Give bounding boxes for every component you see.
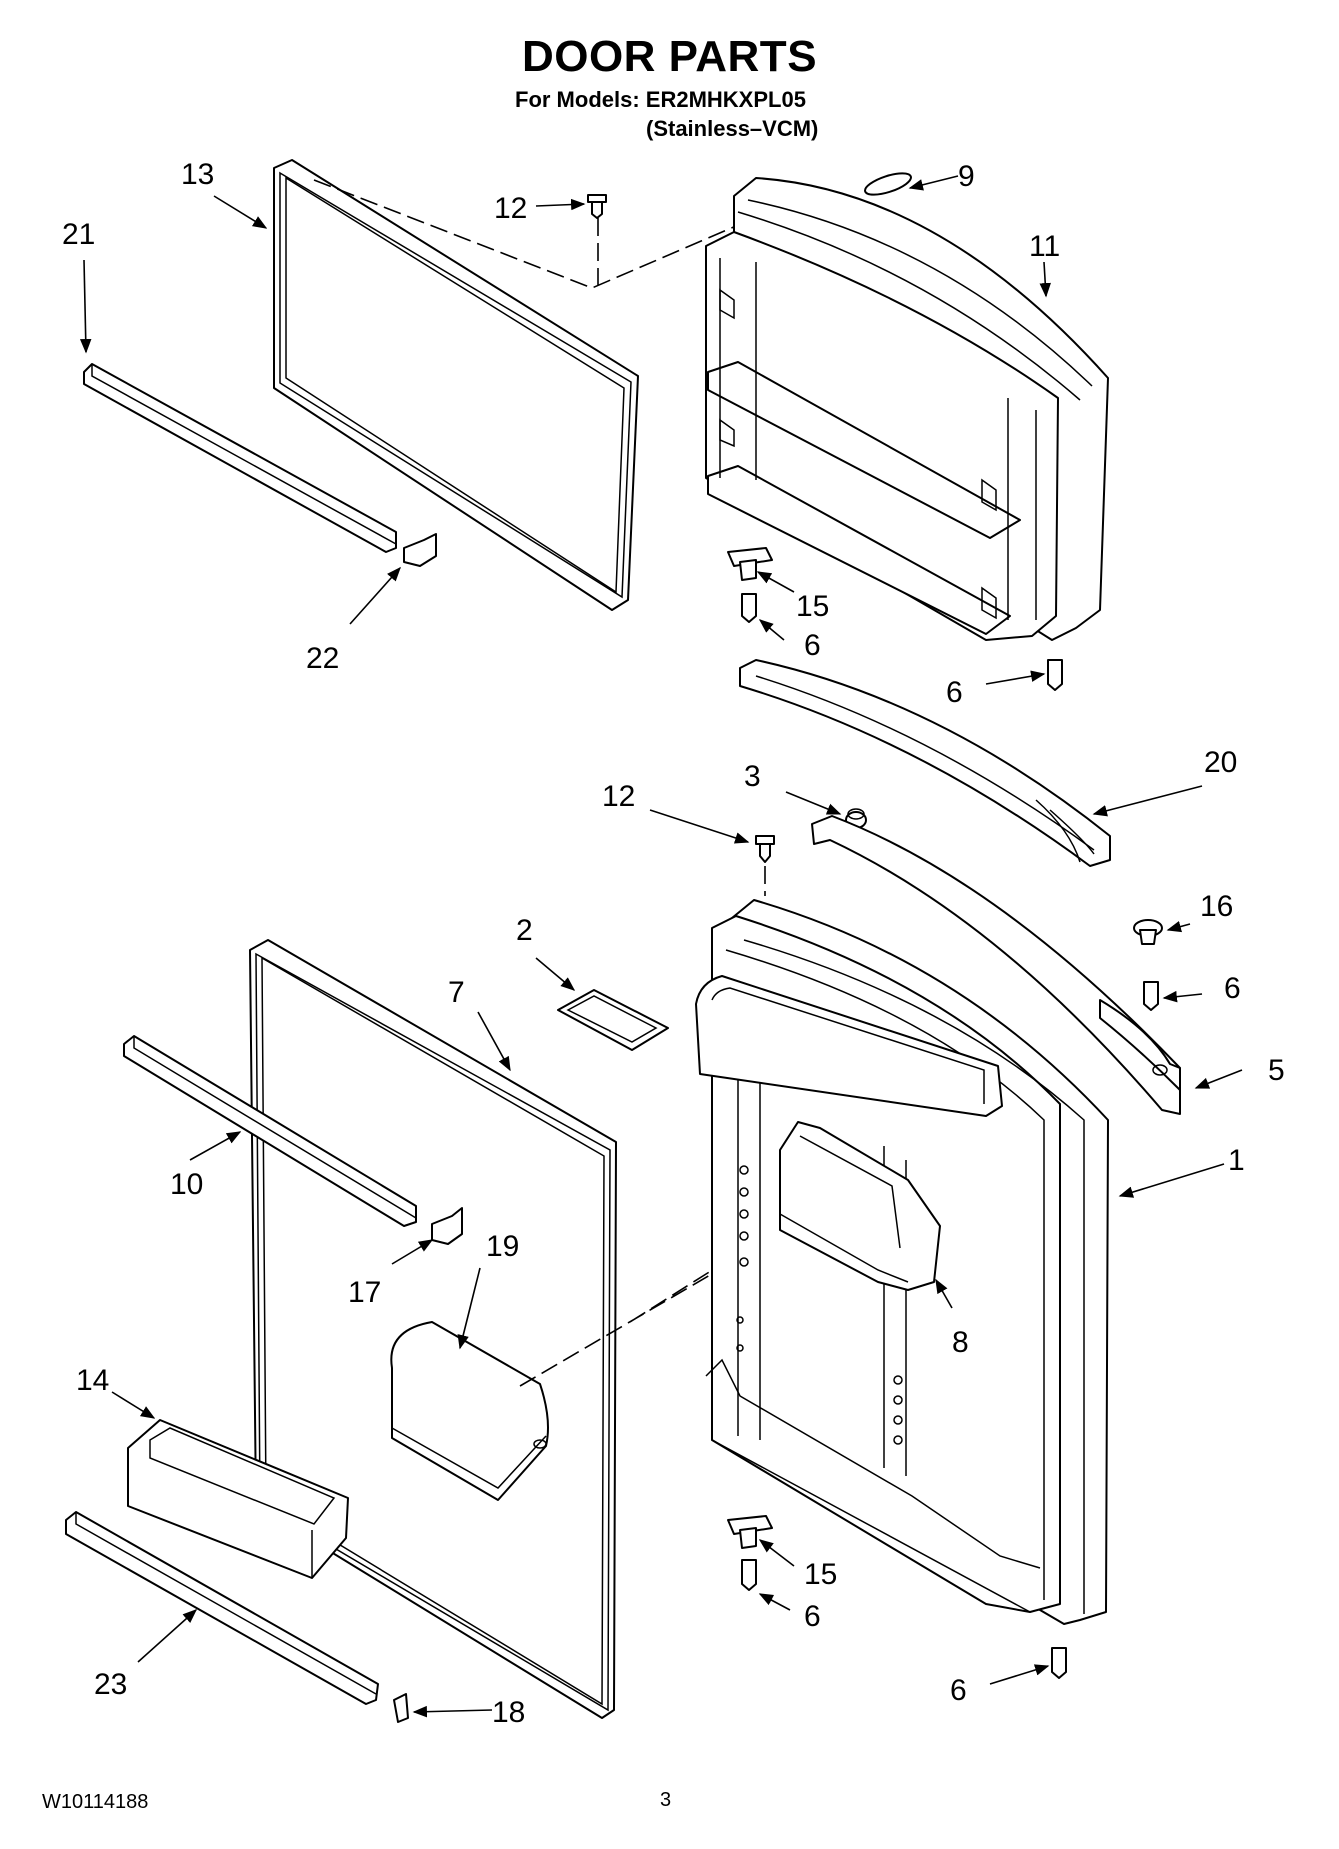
part-6-screw-e [1051, 1647, 1067, 1679]
part-19-dairy-door [390, 1321, 549, 1501]
part-20-bottom-cap [739, 659, 1111, 867]
callout-2: 2 [516, 914, 533, 947]
part-2-pad [557, 989, 669, 1051]
part-6-screw-c [1143, 981, 1159, 1011]
callout-16: 16 [1200, 890, 1233, 923]
callout-13: 13 [181, 158, 214, 191]
callout-15: 15 [804, 1558, 837, 1591]
part-11-freezer-door [705, 177, 1109, 641]
callout-12: 12 [494, 192, 527, 225]
callout-14: 14 [76, 1364, 109, 1397]
door-liner-holes [736, 1165, 903, 1445]
callout-8: 8 [952, 1326, 969, 1359]
part-5-hinge-bracket [811, 815, 1181, 1115]
part-22-clip [403, 533, 437, 567]
callout-23: 23 [94, 1668, 127, 1701]
part-16-cap [1133, 919, 1163, 945]
callout-6: 6 [804, 1600, 821, 1633]
page-title: DOOR PARTS [521, 32, 818, 81]
callout-6: 6 [1224, 972, 1241, 1005]
part-21-trim-strip [83, 363, 397, 553]
hinge-pin-dash-line [313, 179, 751, 289]
part-8-door-shelf [695, 975, 1003, 1291]
callout-5: 5 [1268, 1054, 1285, 1087]
callout-21: 21 [62, 218, 95, 251]
callout-6: 6 [804, 629, 821, 662]
variant-line: (Stainless–VCM) [646, 116, 819, 141]
callout-7: 7 [448, 976, 465, 1009]
callout-17: 17 [348, 1276, 381, 1309]
part-15-hinge-top [727, 547, 773, 581]
callout-15: 15 [796, 590, 829, 623]
callout-12: 12 [602, 780, 635, 813]
part-23-trim-strip [65, 1511, 379, 1705]
callout-leaders [79, 175, 1243, 1718]
callout-11: 11 [1029, 230, 1060, 263]
callout-22: 22 [306, 642, 339, 675]
part-6-screw-d [741, 1559, 757, 1591]
callout-20: 20 [1204, 746, 1237, 779]
part-10-trim-strip [123, 1035, 417, 1227]
part-13-freezer-gasket [273, 159, 639, 611]
callout-19: 19 [486, 1230, 519, 1263]
callout-10: 10 [170, 1168, 203, 1201]
part-12-screw-lower [755, 835, 775, 863]
part-6-screw-a [741, 593, 757, 623]
part-15-hinge-lower [727, 1515, 773, 1549]
callout-6: 6 [950, 1674, 967, 1707]
part-9-washer [864, 172, 912, 196]
callout-6: 6 [946, 676, 963, 709]
part-14-door-bin [127, 1419, 349, 1579]
models-line: For Models: ER2MHKXPL05 [515, 87, 806, 112]
part-6-screw-b [1047, 659, 1063, 691]
page-number: 3 [660, 1789, 672, 1811]
callout-18: 18 [492, 1696, 525, 1729]
part-12-screw-top [587, 194, 607, 219]
document-number: W10114188 [42, 1791, 149, 1813]
callout-9: 9 [958, 160, 975, 193]
callout-labels: 13 21 12 9 11 22 15 6 6 20 3 12 16 2 7 6… [62, 158, 1285, 1729]
callout-1: 1 [1228, 1144, 1245, 1177]
part-18-clip [393, 1693, 409, 1723]
callout-3: 3 [744, 760, 761, 793]
